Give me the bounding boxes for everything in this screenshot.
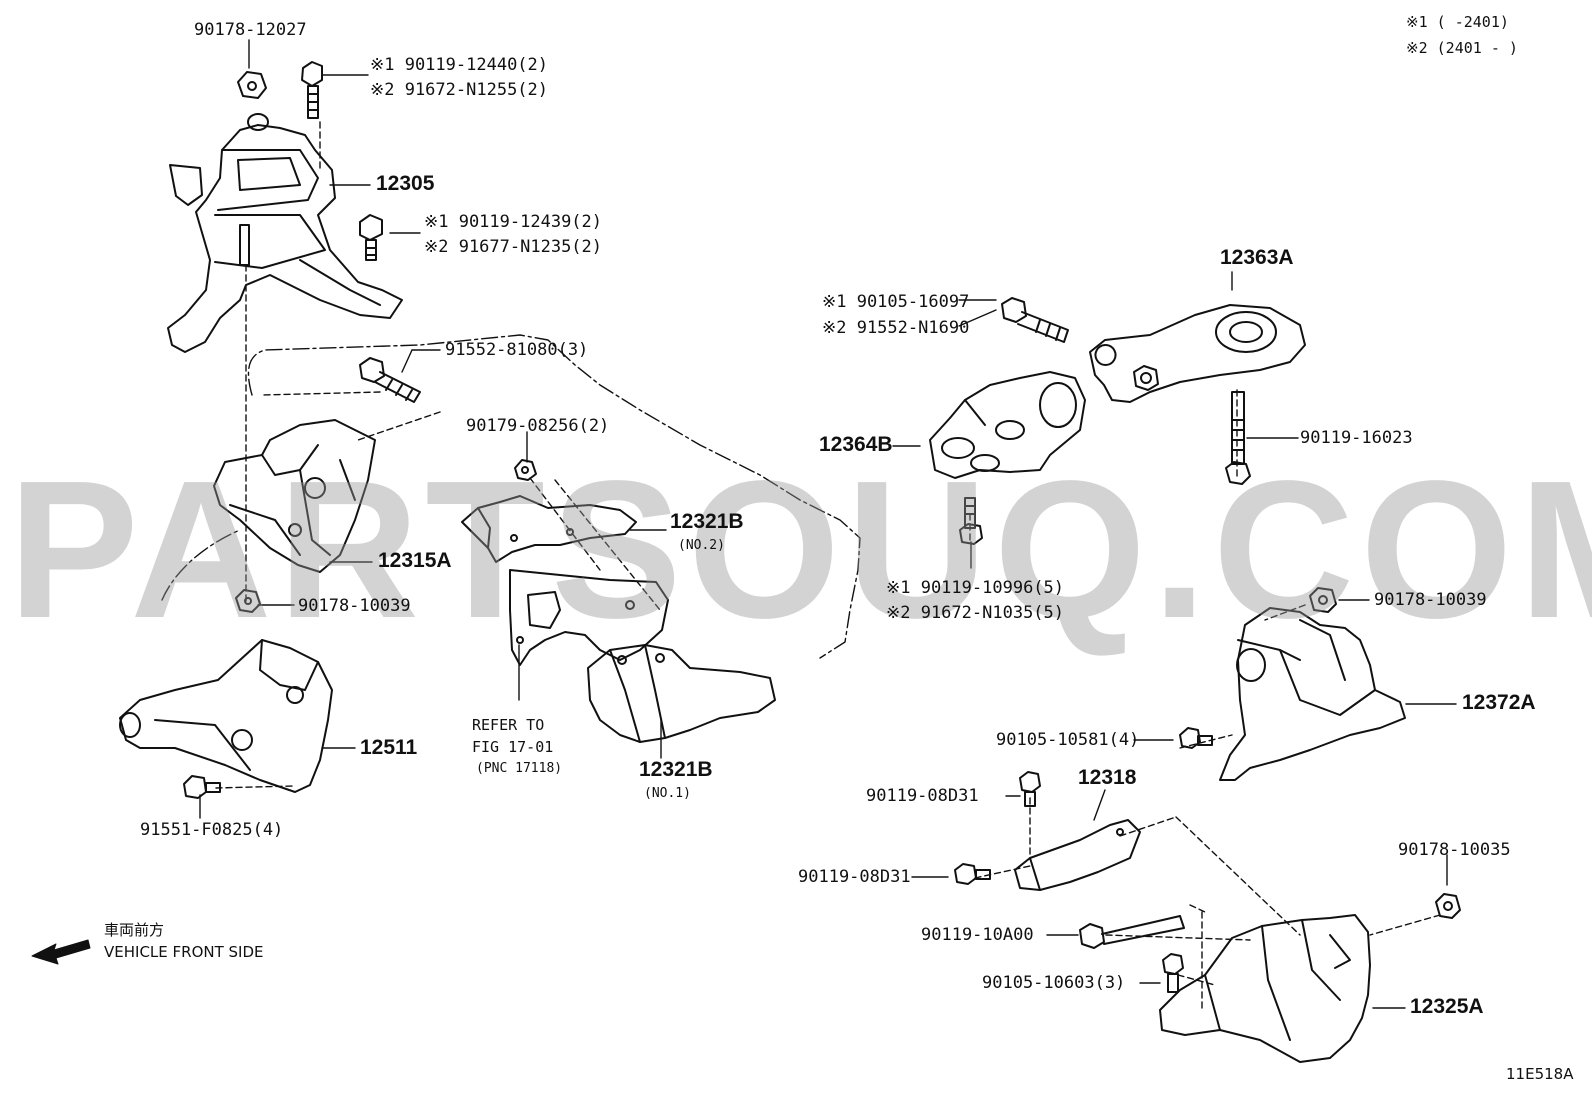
nut-90179-08256 [514, 459, 537, 481]
label-90105-10581[interactable]: 90105-10581(4) [996, 730, 1140, 750]
bolt-90119-08d31-top [1019, 771, 1041, 807]
label-12325a[interactable]: 12325A [1410, 995, 1484, 1018]
assembly-dashed-lines [215, 121, 1441, 1009]
part-12325a-bracket [1159, 914, 1371, 1063]
label-90119-12439[interactable]: ※1 90119-12439(2) [424, 212, 603, 232]
direction-japanese: 車両前方 [104, 921, 165, 939]
part-12511-bracket [119, 639, 333, 793]
vehicle-front-arrow-icon [31, 939, 91, 965]
part-12315a-bracket [213, 419, 376, 573]
label-90179-08256[interactable]: 90179-08256(2) [466, 416, 610, 436]
label-90178-12027[interactable]: 90178-12027 [194, 20, 307, 40]
label-refer-fig[interactable]: FIG 17-01 [472, 738, 554, 756]
nut-90178-10035 [1435, 893, 1461, 919]
label-90119-10a00[interactable]: 90119-10A00 [921, 925, 1034, 945]
bolt-90119-08d31-side [954, 863, 991, 885]
part-12318-stay [1014, 819, 1141, 891]
bolt-90105-10581 [1179, 727, 1213, 749]
engine-reference-chain-line [161, 334, 861, 659]
label-no2: (NO.2) [678, 538, 725, 553]
label-90119-08d31-side[interactable]: 90119-08D31 [798, 867, 911, 887]
label-12318[interactable]: 12318 [1078, 766, 1137, 789]
part-12364b-bracket [929, 371, 1086, 479]
label-12321b-no1[interactable]: 12321B [639, 758, 713, 781]
label-12321b-no2[interactable]: 12321B [670, 510, 744, 533]
label-90178-10039-right[interactable]: 90178-10039 [1374, 590, 1487, 610]
label-90119-16023[interactable]: 90119-16023 [1300, 428, 1413, 448]
nut-90178-10039-right [1309, 587, 1337, 613]
part-12372a-mount [1219, 607, 1406, 781]
label-90119-08d31-top[interactable]: 90119-08D31 [866, 786, 979, 806]
label-90119-10996[interactable]: ※1 90119-10996(5) [886, 578, 1065, 598]
direction-english: VEHICLE FRONT SIDE [104, 943, 264, 961]
label-90178-10039-left[interactable]: 90178-10039 [298, 596, 411, 616]
label-12305[interactable]: 12305 [376, 172, 435, 195]
label-12364b[interactable]: 12364B [819, 433, 893, 456]
part-12321b-no1-heat-insulator [587, 644, 776, 743]
bolt-91552-81080 [359, 357, 421, 403]
bolt-91551-f0825 [183, 775, 221, 799]
part-12363a-torque-rod [1089, 304, 1306, 403]
label-90178-10035[interactable]: 90178-10035 [1398, 840, 1511, 860]
part-exhaust-bracket-refer-fig [509, 569, 669, 666]
label-no1: (NO.1) [644, 786, 691, 801]
figure-code: 11E518A [1506, 1065, 1574, 1083]
bolt-90119-16023 [1225, 391, 1251, 485]
label-90119-12440[interactable]: ※1 90119-12440(2) [370, 55, 549, 75]
bolt-90119-10a00 [1079, 915, 1185, 949]
label-12363a[interactable]: 12363A [1220, 246, 1294, 269]
nut-90178-12027 [237, 71, 267, 99]
bolt-90119-12440 [301, 61, 323, 119]
nut-90178-10039-left [235, 589, 261, 613]
label-91672-n1035[interactable]: ※2 91672-N1035(5) [886, 603, 1065, 623]
bolt-90105-10603 [1162, 953, 1184, 993]
bolt-90119-10996 [959, 497, 983, 545]
label-91551-f0825[interactable]: 91551-F0825(4) [140, 820, 284, 840]
label-12372a[interactable]: 12372A [1462, 691, 1536, 714]
bolt-90119-12439 [359, 214, 383, 261]
label-12315a[interactable]: 12315A [378, 549, 452, 572]
bolt-90105-16097 [1001, 297, 1069, 343]
label-91672-n1255[interactable]: ※2 91672-N1255(2) [370, 80, 549, 100]
label-refer-to: REFER TO [472, 716, 545, 734]
label-91552-81080[interactable]: 91552-81080(3) [445, 340, 589, 360]
label-90105-10603[interactable]: 90105-10603(3) [982, 973, 1126, 993]
label-91677-n1235[interactable]: ※2 91677-N1235(2) [424, 237, 603, 257]
legend-line-2: ※2 (2401 - ) [1406, 39, 1518, 57]
part-12305-engine-mount [167, 113, 403, 353]
part-12321b-no2-heat-insulator [461, 495, 637, 563]
label-91552-n1690[interactable]: ※2 91552-N1690 [822, 318, 970, 338]
label-refer-pnc: (PNC 17118) [476, 761, 563, 776]
label-90105-16097[interactable]: ※1 90105-16097 [822, 292, 970, 312]
label-12511[interactable]: 12511 [360, 736, 418, 759]
legend-line-1: ※1 ( -2401) [1406, 13, 1509, 31]
